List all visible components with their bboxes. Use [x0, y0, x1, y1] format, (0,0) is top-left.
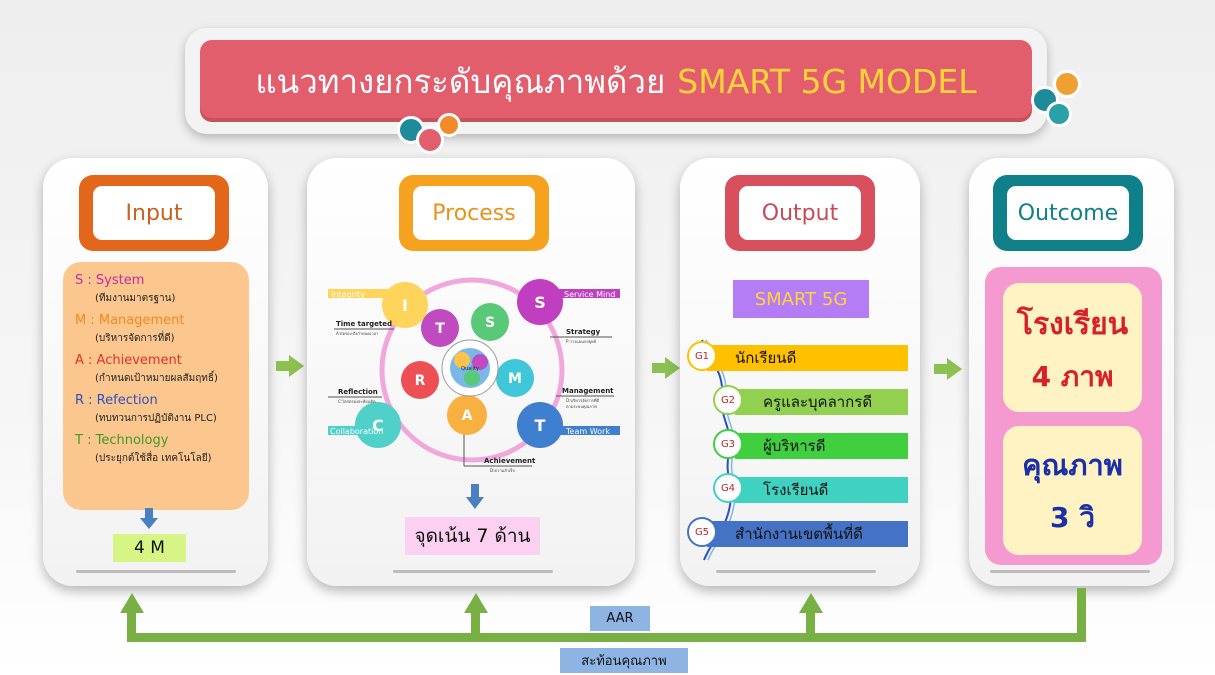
- input-list: S : System (ทีมงานมาตรฐาน) M : Management (…: [63, 262, 249, 510]
- feedback-line: [471, 612, 480, 642]
- output-tag: SMART 5G: [733, 280, 869, 318]
- outcome-box-quality: คุณภาพ 3 วิ: [1003, 426, 1142, 555]
- arrow-up-icon: [464, 593, 488, 613]
- bubble-icon: [1046, 101, 1072, 127]
- goal-list: นักเรียนดีG1 ครูและบุคลากรดีG2 ผู้บริหารดี…: [683, 341, 913, 549]
- label-strategy: Strategy: [566, 328, 601, 336]
- outcome-schools-count: 4 ภาพ: [1031, 360, 1114, 393]
- petal-letter: R: [415, 373, 426, 389]
- input-item-description: (บริหารจัดการที่ดี): [95, 333, 175, 344]
- petal-letter: S: [534, 293, 546, 312]
- arrow-right-icon: [947, 358, 962, 380]
- feedback-line: [806, 612, 815, 642]
- arrow-right-icon: [665, 357, 680, 379]
- input-item-description: (ทีมงานมาตรฐาน): [95, 293, 176, 304]
- input-item: A : Achievement (กำหนดเป้าหมายผลสัมฤทธิ์): [75, 352, 245, 388]
- input-item: T : Technology (ประยุกต์ใช้สื่อ เทคโนโลยี…: [75, 432, 245, 468]
- label-management: Management: [562, 387, 614, 395]
- input-item-label: R : Refection: [75, 393, 158, 408]
- feedback-line: [127, 633, 1086, 642]
- input-item-label: M : Management: [75, 313, 185, 328]
- input-item-description: (ทบทวนการปฏิบัติงาน PLC): [95, 413, 217, 424]
- petal-letter: I: [402, 296, 408, 315]
- goal-bar: ผู้บริหารดี: [735, 433, 908, 459]
- title-highlight: SMART 5G MODEL: [677, 61, 977, 101]
- outcome-quality-count: 3 วิ: [1050, 501, 1095, 534]
- outcome-quality-title: คุณภาพ: [1022, 448, 1123, 482]
- smart-process-diagram: I S C T T S R M A Quality Integrity Serv…: [328, 277, 620, 473]
- goal-badge: G3: [713, 429, 743, 459]
- center-label: Quality: [461, 366, 479, 372]
- label-time-targeted: Time targeted: [336, 320, 392, 328]
- goal-bar: ครูและบุคลากรดี: [735, 389, 908, 415]
- label-achievement-sub: D:ความสำเร็จ: [490, 467, 515, 473]
- input-result: 4 M: [113, 534, 186, 562]
- arrow-right-icon: [934, 364, 948, 374]
- output-header: Output: [739, 186, 861, 240]
- goal-bar: โรงเรียนดี: [735, 477, 908, 503]
- input-header: Input: [93, 186, 215, 240]
- goal-badge: G5: [687, 517, 717, 547]
- input-item-label: A : Achievement: [75, 353, 182, 368]
- divider: [716, 570, 876, 573]
- divider: [990, 570, 1150, 573]
- title-banner: แนวทางยกระดับคุณภาพด้วย SMART 5G MODEL: [200, 40, 1032, 122]
- arrow-right-icon: [276, 361, 290, 371]
- reflect-quality-label: สะท้อนคุณภาพ: [560, 648, 688, 673]
- petal-letter: C: [372, 416, 384, 435]
- input-item: S : System (ทีมงานมาตรฐาน): [75, 272, 245, 308]
- input-item: M : Management (บริหารจัดการที่ดี): [75, 312, 245, 348]
- arrow-up-icon: [799, 593, 823, 613]
- label-service-mind: Service Mind: [564, 290, 615, 299]
- label-management-sub: D:บริหารจัดการที่ดี: [566, 398, 600, 403]
- input-item-label: T : Technology: [75, 433, 169, 448]
- goal-badge: G1: [687, 341, 717, 371]
- title-main: แนวทางยกระดับคุณภาพด้วย: [255, 61, 666, 101]
- bubble-icon: [416, 126, 444, 154]
- label-strategy-sub: P:วางแผนกลยุทธ์: [566, 339, 597, 345]
- divider: [76, 570, 236, 573]
- input-item-label: S : System: [75, 273, 145, 288]
- petal-letter: T: [435, 321, 445, 337]
- arrow-down-icon: [466, 484, 484, 509]
- arrow-up-icon: [120, 593, 144, 613]
- input-item-description: (กำหนดเป้าหมายผลสัมฤทธิ์): [95, 373, 218, 384]
- petal-letter: M: [508, 371, 522, 387]
- label-team-work: Team Work: [565, 427, 610, 436]
- goal-badge: G2: [713, 385, 743, 415]
- outcome-schools-title: โรงเรียน: [1016, 307, 1129, 342]
- input-item-description: (ประยุกต์ใช้สื่อ เทคโนโลยี): [95, 453, 212, 464]
- input-item: R : Refection (ทบทวนการปฏิบัติงาน PLC): [75, 392, 245, 428]
- goal-bar: นักเรียนดี: [707, 345, 908, 371]
- petal-letter: T: [535, 416, 546, 435]
- outcome-header: Outcome: [1007, 186, 1129, 240]
- goal-badge: G4: [713, 473, 743, 503]
- outcome-box-schools: โรงเรียน 4 ภาพ: [1003, 283, 1142, 412]
- divider: [393, 570, 553, 573]
- feedback-line: [127, 612, 136, 642]
- aar-label: AAR: [590, 606, 650, 631]
- arrow-right-icon: [652, 363, 666, 373]
- bubble-icon: [437, 113, 461, 137]
- feedback-line: [1077, 588, 1086, 642]
- label-collaboration: Collaboration: [330, 427, 383, 436]
- label-achievement: Achievement: [484, 457, 536, 465]
- process-header: Process: [413, 186, 535, 240]
- label-time-sub: A:ต่อรอง-ถึงกำหนดเวลา: [336, 331, 378, 336]
- petal-letter: S: [485, 315, 495, 331]
- page-title: แนวทางยกระดับคุณภาพด้วย SMART 5G MODEL: [200, 40, 1032, 122]
- arrow-down-icon: [140, 508, 158, 529]
- label-integrity: Integrity: [331, 290, 365, 299]
- goal-bar: สำนักงานเขตพื้นที่ดี: [707, 521, 908, 547]
- arrow-right-icon: [289, 355, 304, 377]
- label-reflection-sub: C:ไตร่ตรองสะท้อนคิด: [338, 399, 376, 404]
- process-result: จุดเน้น 7 ด้าน: [405, 517, 540, 555]
- label-management-sub2: ตามระบบคุณภาพ: [566, 404, 597, 410]
- label-reflection: Reflection: [338, 388, 378, 396]
- petal-letter: A: [462, 408, 473, 424]
